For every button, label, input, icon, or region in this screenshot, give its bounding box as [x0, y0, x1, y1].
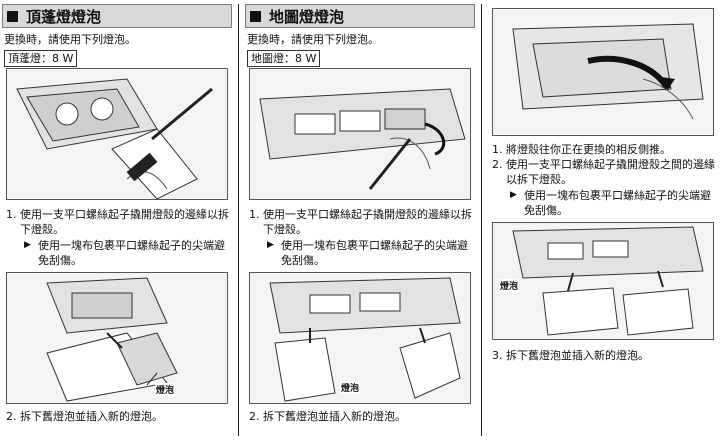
ceiling-lamp-step-2: 2. 拆下舊燈泡並插入新的燈泡。 [6, 409, 230, 424]
bulb-callout: 燈泡 [155, 383, 176, 396]
step-number: 2. [249, 410, 260, 423]
map-lamp-bulb-spec: 地圖燈：8 W [247, 50, 321, 67]
map-lamp-section: 地圖燈燈泡 更換時，請使用下列燈泡。 地圖燈：8 W 1. 使用一支平口螺絲起子… [243, 0, 477, 440]
map-lamp-title: 地圖燈燈泡 [269, 7, 345, 26]
map-lamp-figure-2: 燈泡 [249, 272, 471, 404]
ceiling-lamp-step-1: 1. 使用一支平口螺絲起子撬開燈殼的邊緣以拆下燈殼。 [6, 207, 230, 237]
right-figure-2: 燈泡 [492, 222, 714, 340]
right-triangle-bullet-icon: ▶ [267, 240, 274, 250]
step-number: 1. [492, 143, 503, 156]
column-divider [481, 4, 482, 436]
ceiling-lamp-section: 頂蓬燈燈泡 更換時，請使用下列燈泡。 頂蓬燈：8 W 1. 使用一支平口螺絲起子… [0, 0, 234, 440]
ceiling-lamp-step-1-note: ▶ 使用一塊布包裹平口螺絲起子的尖端避免刮傷。 [24, 238, 230, 268]
step-number: 1. [6, 208, 17, 221]
note-text: 使用一塊布包裹平口螺絲起子的尖端避免刮傷。 [38, 239, 225, 267]
map-lamp-title-bar: 地圖燈燈泡 [245, 4, 475, 28]
step-text: 使用一支平口螺絲起子撬開燈殼之間的邊緣以拆下燈殼。 [506, 158, 715, 186]
step-text: 拆下舊燈泡並插入新的燈泡。 [20, 410, 163, 423]
ceiling-lamp-figure-2: 燈泡 [6, 272, 228, 404]
ceiling-lamp-figure-1 [6, 68, 228, 200]
step-number: 3. [492, 349, 503, 362]
right-triangle-bullet-icon: ▶ [24, 240, 31, 250]
map-lamp-step-1-note: ▶ 使用一塊布包裹平口螺絲起子的尖端避免刮傷。 [267, 238, 473, 268]
note-text: 使用一塊布包裹平口螺絲起子的尖端避免刮傷。 [281, 239, 468, 267]
column-divider [238, 4, 239, 436]
step-text: 拆下舊燈泡並插入新的燈泡。 [263, 410, 406, 423]
step-number: 1. [249, 208, 260, 221]
black-square-icon [7, 10, 18, 22]
note-text: 使用一塊布包裹平口螺絲起子的尖端避免刮傷。 [524, 189, 711, 217]
step-text: 將燈殼往你正在更換的相反側推。 [506, 143, 671, 156]
right-step-2: 2. 使用一支平口螺絲起子撬開燈殼之間的邊緣以拆下燈殼。 [492, 157, 716, 187]
ceiling-lamp-bulb-spec: 頂蓬燈：8 W [4, 50, 78, 67]
right-figure-1 [492, 8, 714, 136]
map-lamp-continued-section: 1. 將燈殼往你正在更換的相反側推。 2. 使用一支平口螺絲起子撬開燈殼之間的邊… [486, 0, 720, 440]
step-number: 2. [6, 410, 17, 423]
map-lamp-step-2: 2. 拆下舊燈泡並插入新的燈泡。 [249, 409, 473, 424]
map-lamp-step-1: 1. 使用一支平口螺絲起子撬開燈殼的邊緣以拆下燈殼。 [249, 207, 473, 237]
right-step-2-note: ▶ 使用一塊布包裹平口螺絲起子的尖端避免刮傷。 [510, 188, 716, 218]
step-number: 2. [492, 158, 503, 171]
right-step-1: 1. 將燈殼往你正在更換的相反側推。 [492, 142, 716, 157]
ceiling-lamp-title: 頂蓬燈燈泡 [26, 7, 102, 26]
map-lamp-hint: 更換時，請使用下列燈泡。 [247, 33, 379, 46]
ceiling-lamp-hint: 更換時，請使用下列燈泡。 [4, 33, 136, 46]
right-step-3: 3. 拆下舊燈泡並插入新的燈泡。 [492, 348, 716, 363]
bulb-callout: 燈泡 [340, 381, 361, 394]
step-text: 使用一支平口螺絲起子撬開燈殼的邊緣以拆下燈殼。 [20, 208, 229, 236]
right-triangle-bullet-icon: ▶ [510, 190, 517, 200]
step-text: 拆下舊燈泡並插入新的燈泡。 [506, 349, 649, 362]
ceiling-lamp-title-bar: 頂蓬燈燈泡 [2, 4, 232, 28]
bulb-callout: 燈泡 [499, 279, 520, 292]
map-lamp-figure-1 [249, 68, 471, 200]
step-text: 使用一支平口螺絲起子撬開燈殼的邊緣以拆下燈殼。 [263, 208, 472, 236]
black-square-icon [250, 10, 261, 22]
